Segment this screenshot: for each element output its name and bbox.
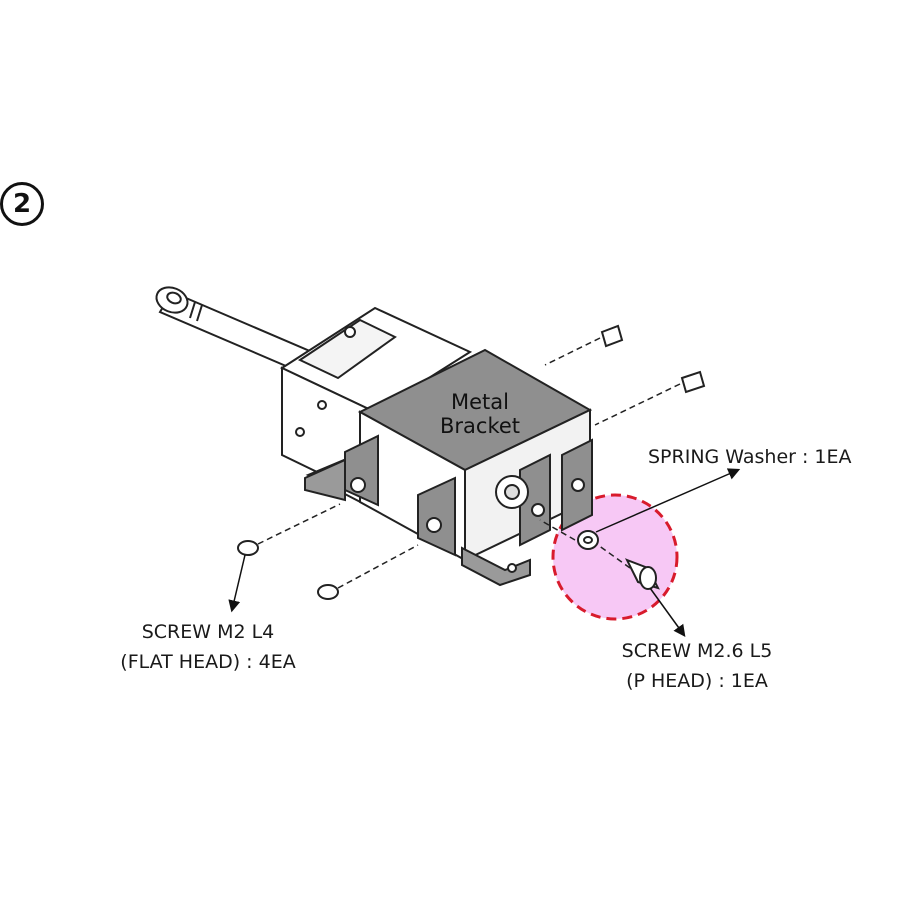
metal-bracket (344, 348, 593, 562)
p-screw-label-line2: (P HEAD) : 1EA (626, 670, 768, 692)
bracket-label-line2: Bracket (439, 414, 521, 438)
leader-lines (228, 468, 741, 637)
flat-screw-label-line1: SCREW M2 L4 (141, 621, 275, 643)
actuator-rod (155, 286, 314, 374)
washer-label: SPRING Washer : 1EA (648, 446, 852, 468)
step-number-badge: 2 (0, 182, 44, 226)
bracket-label-line1: Metal (451, 390, 509, 414)
step-number: 2 (12, 189, 32, 219)
p-head-screw (624, 558, 660, 590)
flat-screw-label: SCREW M2 L4 (FLAT HEAD) : 4EA (108, 617, 308, 677)
bracket-label: Metal Bracket (420, 390, 540, 438)
assembly-guides (257, 337, 681, 589)
spring-washer (577, 530, 599, 550)
p-screw-label: SCREW M2.6 L5 (P HEAD) : 1EA (602, 636, 792, 696)
mounting-base (304, 458, 531, 587)
flat-head-screws (237, 324, 706, 600)
p-screw-label-line1: SCREW M2.6 L5 (621, 640, 773, 662)
flat-screw-label-line2: (FLAT HEAD) : 4EA (120, 651, 296, 673)
